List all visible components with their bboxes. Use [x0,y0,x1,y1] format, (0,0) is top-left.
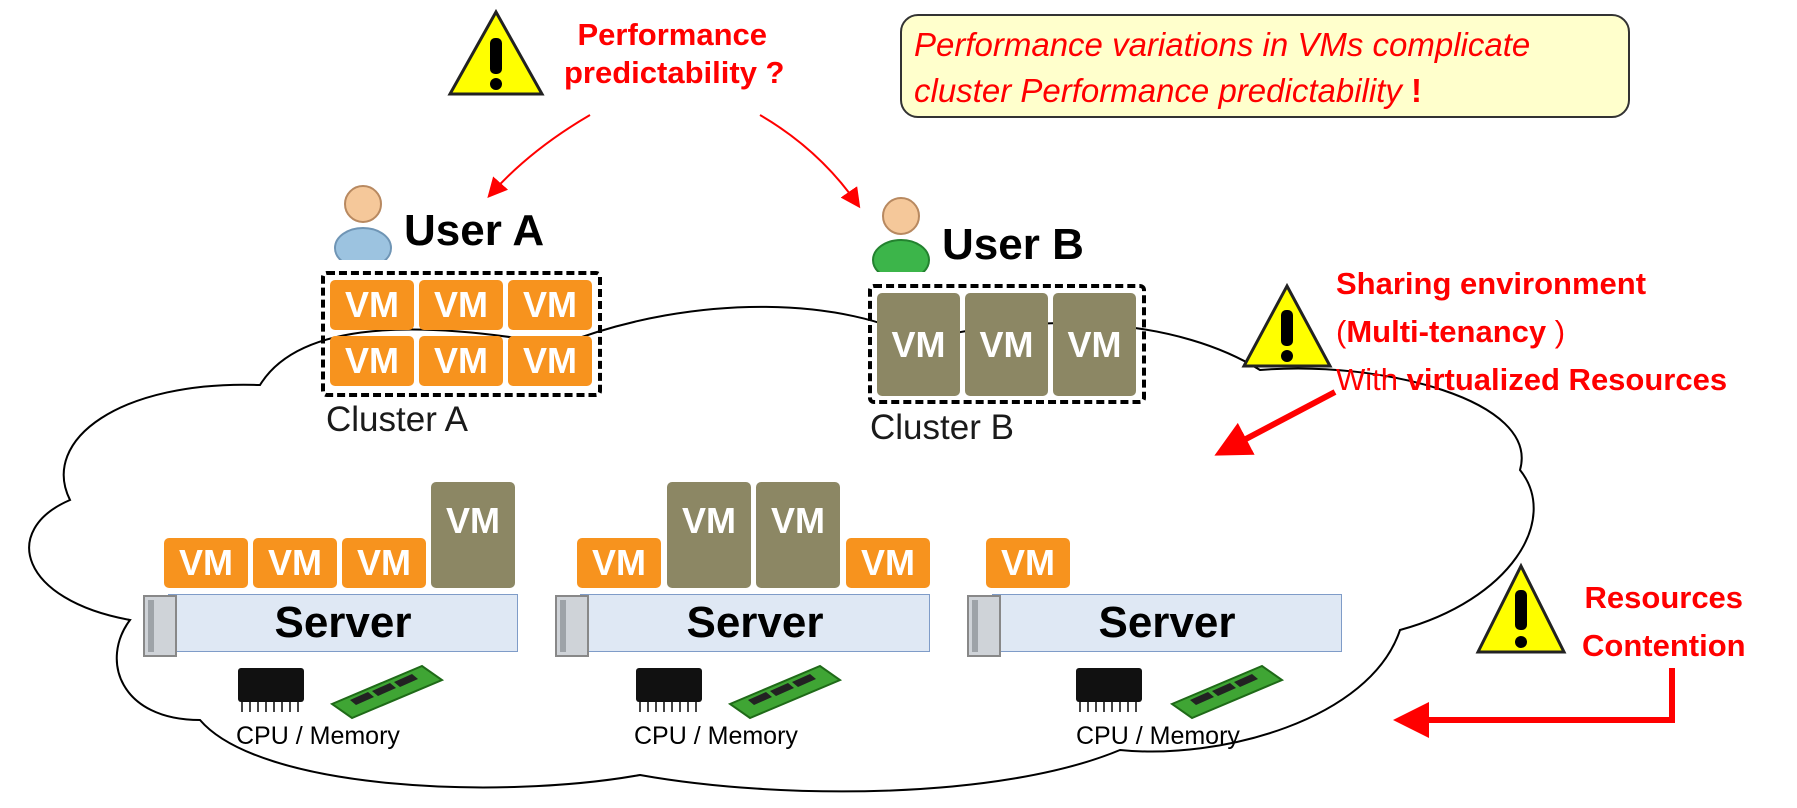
callout-line2-text: cluster Performance predictability [914,72,1402,109]
cluster-a-vm: VM [330,336,414,386]
warning-triangle-icon [447,8,545,96]
arrow-contention [1393,668,1675,738]
server-1-bar: Server [168,594,518,652]
server-tower-icon [143,595,177,657]
cluster-a-vm: VM [419,280,503,330]
cluster-b-vm: VM [965,293,1048,396]
server-1-resources-label: CPU / Memory [236,722,400,750]
top-warning-text: Performance predictability ? [560,16,784,92]
server-tower-icon [555,595,589,657]
server-2-vm: VM [756,482,840,588]
server-2-vm: VM [577,538,661,588]
cluster-b-label: Cluster B [870,408,1014,447]
sharing-line1: Sharing environment [1336,266,1647,301]
user-b-label: User B [942,220,1084,269]
sharing-line2: (Multi-tenancy ) [1336,308,1727,356]
sharing-warning-text: Sharing environment (Multi-tenancy ) Wit… [1336,260,1727,404]
callout-box: Performance variations in VMs complicate… [900,14,1630,118]
cpu-chip-icon [1076,668,1142,712]
server-2-vm: VM [667,482,751,588]
cluster-b-box [868,284,1146,404]
sharing-line2-bold: Multi-tenancy [1346,314,1547,349]
server-tower-icon [967,595,1001,657]
memory-module-icon [329,664,445,720]
arrow-to-user-b [759,114,861,209]
top-warning-line2: predictability ? [564,55,785,90]
cpu-chip-icon [238,668,304,712]
server-2-resources-label: CPU / Memory [634,722,798,750]
top-warning-line1: Performance [577,17,767,52]
contention-line1: Resources [1584,580,1744,615]
server-3-bar: Server [992,594,1342,652]
server-3-vm: VM [986,538,1070,588]
cluster-a-label: Cluster A [326,400,468,439]
sharing-line3-prefix: With [1336,362,1407,397]
callout-line2: cluster Performance predictability ! [914,68,1616,114]
cluster-a-vm: VM [508,336,592,386]
memory-module-icon [1169,664,1285,720]
server-2-vm: VM [846,538,930,588]
user-icon [872,197,930,272]
server-1-vm: VM [431,482,515,588]
arrow-to-user-a [487,114,591,198]
server-1-vm: VM [164,538,248,588]
cluster-a-vm: VM [508,280,592,330]
contention-warning-text: Resources Contention [1582,574,1746,670]
callout-bang: ! [1411,72,1423,109]
server-2-bar: Server [580,594,930,652]
cluster-b-vm: VM [877,293,960,396]
arrow-sharing [1214,389,1337,456]
cluster-a-vm: VM [419,336,503,386]
callout-line1: Performance variations in VMs complicate [914,26,1531,63]
contention-line2: Contention [1582,628,1746,663]
cluster-b-vm: VM [1053,293,1136,396]
cluster-a-vm: VM [330,280,414,330]
server-1-vm: VM [342,538,426,588]
sharing-line3-bold: virtualized Resources [1406,362,1728,397]
sharing-line3: With virtualized Resources [1336,356,1727,404]
cpu-chip-icon [636,668,702,712]
warning-triangle-icon [1475,562,1567,654]
user-a-label: User A [404,206,545,255]
server-3-resources-label: CPU / Memory [1076,722,1240,750]
sharing-line2-close: ) [1546,314,1566,349]
user-icon [334,185,392,260]
sharing-line2-open: ( [1336,314,1347,349]
memory-module-icon [727,664,843,720]
cluster-a-box [321,271,602,397]
warning-triangle-icon [1241,282,1333,368]
server-1-vm: VM [253,538,337,588]
